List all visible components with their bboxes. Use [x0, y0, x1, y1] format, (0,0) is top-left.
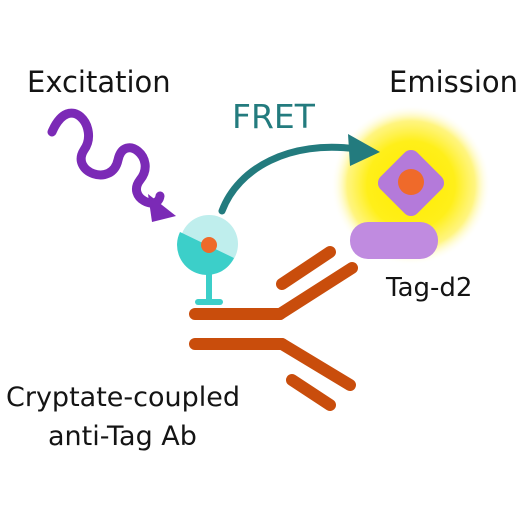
antibody-arm-lower [276, 338, 356, 391]
antibody [189, 246, 358, 411]
cryptate-ring-dark-half [177, 232, 234, 275]
d2-core [398, 169, 424, 195]
fret-label: FRET [232, 97, 316, 136]
acceptor-label: Tag-d2 [385, 273, 472, 303]
antibody-light-chain-lower [286, 374, 336, 411]
antibody-light-chain-upper [276, 246, 336, 290]
emission-label: Emission [389, 65, 518, 99]
antibody-arm-upper [274, 262, 358, 320]
excitation-wave [47, 108, 165, 208]
fret-arrowhead [348, 134, 380, 166]
acceptor-tag-d2 [350, 149, 445, 259]
fret-arrow [218, 143, 360, 215]
excitation-arrowhead [148, 194, 176, 222]
tag-pill [350, 222, 438, 259]
excitation-label: Excitation [27, 65, 171, 99]
cryptate-core [201, 237, 217, 253]
donor-label-line1: Cryptate-coupled [6, 382, 240, 413]
donor-label-line2: anti-Tag Ab [48, 421, 197, 452]
cryptate-donor [177, 215, 238, 275]
